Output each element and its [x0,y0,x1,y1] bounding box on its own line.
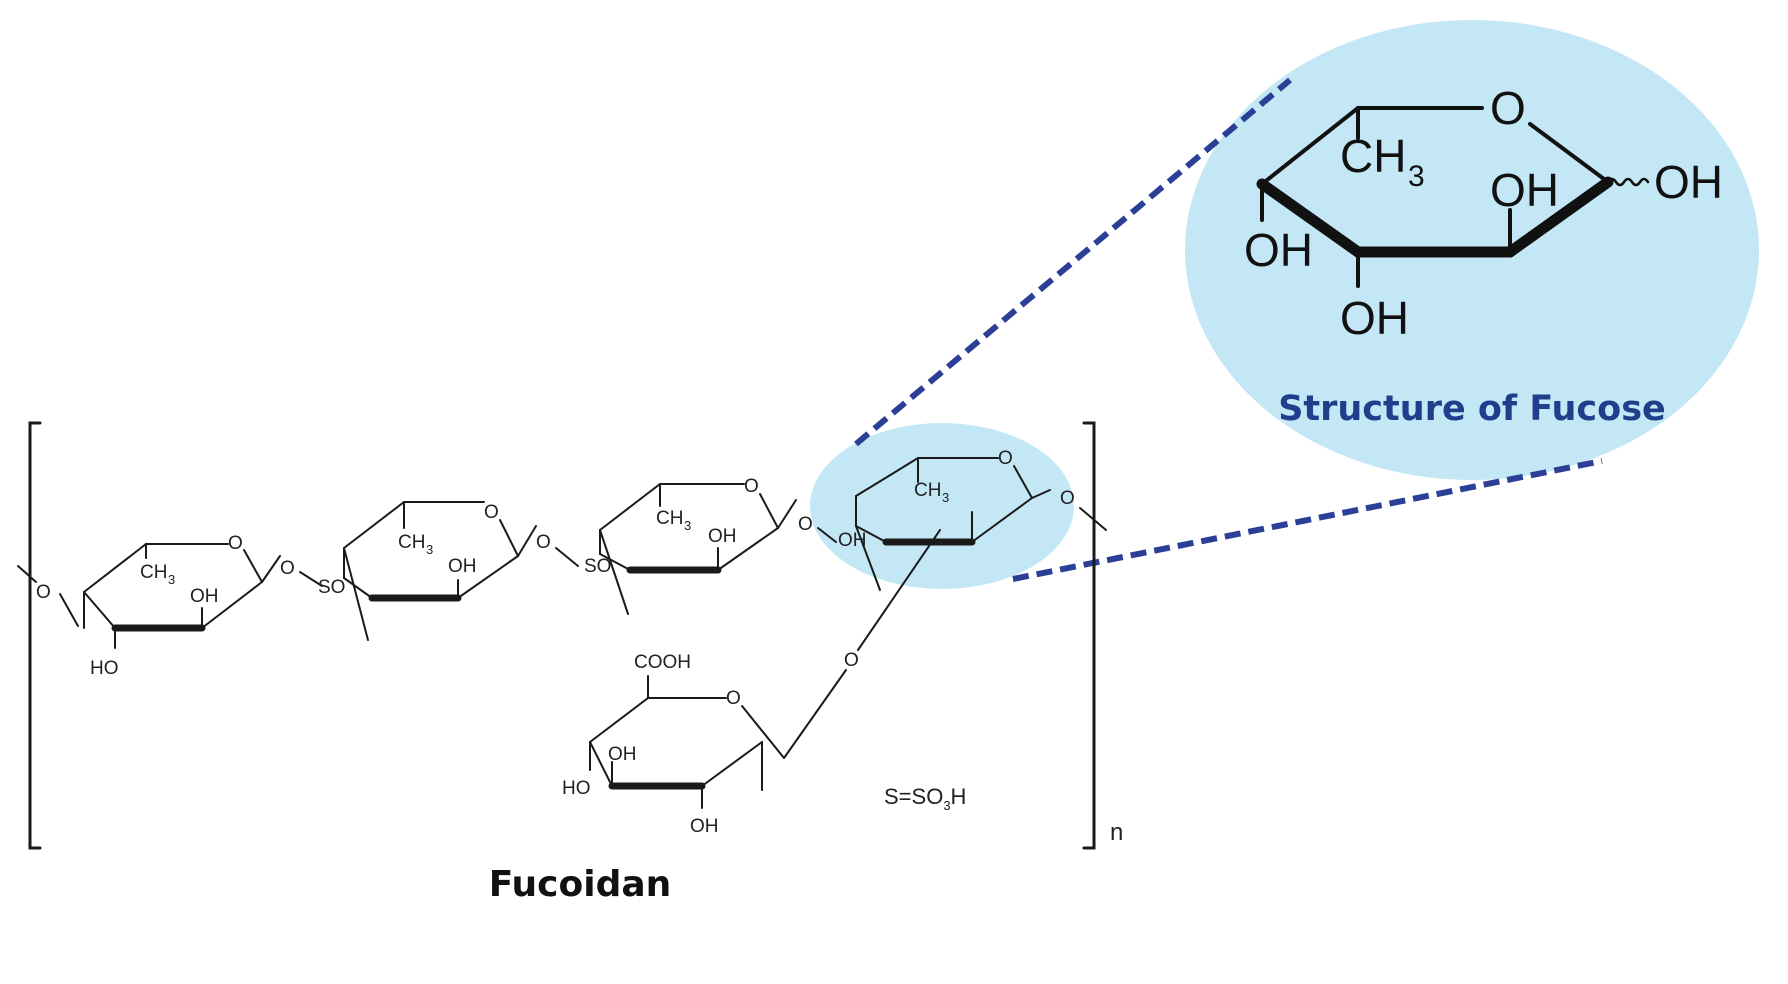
svg-text:OH: OH [190,586,219,607]
fucose-unit-4: OH O CH 3 O [838,448,1107,591]
svg-text:O: O [484,502,499,523]
svg-text:3: 3 [1408,160,1425,193]
svg-text:OH: OH [1244,224,1313,276]
svg-text:OH: OH [448,556,477,577]
svg-text:O: O [844,650,859,671]
svg-text:O: O [726,688,741,709]
repeat-subscript-n: n [1110,819,1123,846]
svg-text:HO: HO [90,658,119,679]
svg-text:3: 3 [684,518,691,533]
svg-text:COOH: COOH [634,652,691,673]
svg-text:O: O [228,533,243,554]
fucoidan-caption: Fucoidan [489,864,672,905]
svg-text:CH: CH [914,480,941,501]
svg-text:OH: OH [690,816,719,837]
svg-text:SO: SO [318,577,345,598]
zoom-connector-lower [1012,458,1603,582]
svg-text:OH: OH [608,744,637,765]
svg-text:SO: SO [584,556,611,577]
svg-text:O: O [1490,82,1526,134]
svg-text:3: 3 [426,542,433,557]
svg-text:CH: CH [656,508,683,529]
branch-unit: O O COOH OH HO OH [562,529,941,837]
svg-text:OH: OH [1490,164,1559,216]
svg-text:OH: OH [1340,292,1409,344]
svg-text:3: 3 [942,490,949,505]
svg-text:O: O [798,514,813,535]
fucose-unit-2: SO O CH 3 OH O [318,501,579,641]
svg-text:O: O [280,558,295,579]
svg-text:CH: CH [398,532,425,553]
svg-text:O: O [36,582,51,603]
svg-text:O: O [998,448,1013,469]
sulfate-legend: S=SO3H [884,784,966,813]
svg-text:OH: OH [708,526,737,547]
svg-text:O: O [536,532,551,553]
fucose-structure-enlarged: O CH 3 OH OH OH OH [1244,82,1723,344]
svg-text:3: 3 [168,572,175,587]
svg-text:CH: CH [1340,130,1406,182]
svg-text:CH: CH [140,562,167,583]
svg-text:OH: OH [1654,156,1723,208]
right-bracket [1082,421,1096,850]
svg-text:O: O [1060,488,1075,509]
highlighted-fucose-unit [810,423,1074,589]
fucose-structure-title: Structure of Fucose [1278,389,1666,429]
svg-text:HO: HO [562,778,591,799]
left-bracket [28,421,42,850]
fucose-unit-3: SO O CH 3 OH O [584,476,837,615]
fucose-unit-1: O O CH 3 OH HO O [17,533,323,679]
svg-text:O: O [744,476,759,497]
